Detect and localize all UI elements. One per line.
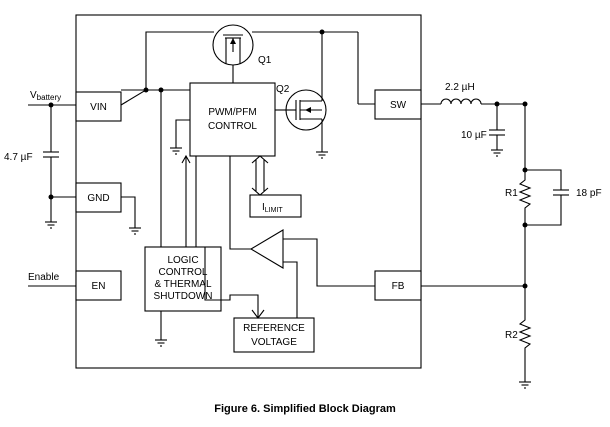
chip-outline [75,14,422,369]
ref-line1: REFERENCE [243,323,305,334]
ff-cap-label: 18 pF [576,188,602,199]
sw-pin: SW [374,89,422,120]
output-cap-label: 10 µF [461,130,487,141]
junction-q1 [319,29,325,35]
pwm-line2: CONTROL [208,121,257,132]
q2-transistor [285,89,327,131]
error-amplifier [249,229,284,269]
ground-symbol-q2 [316,151,328,159]
logic-line4: SHUTDOWN [154,291,213,302]
en-pin: EN [75,270,122,301]
junction-vin [143,87,149,93]
junction-out-2 [494,101,500,107]
q2-label: Q2 [276,84,290,95]
ground-symbol-pwm [170,147,182,155]
logic-control-block: LOGIC CONTROL & THERMAL SHUTDOWN [144,246,222,312]
enable-label: Enable [28,272,60,283]
junction-vin-2 [158,87,164,93]
sw-label: SW [390,100,407,111]
logic-line1: LOGIC [167,255,198,266]
en-label: EN [92,281,106,292]
gnd-pin: GND [75,182,122,213]
logic-line2: CONTROL [159,267,208,278]
fb-pin: FB [374,270,422,301]
r2-label: R2 [505,330,518,341]
junction-r1-bottom [522,222,528,228]
junction-gnd [48,194,54,200]
fb-label: FB [392,281,405,292]
input-external [28,104,76,287]
q1-transistor [212,24,254,66]
vbattery-label: Vbattery [30,90,61,102]
ground-symbol-logic [155,311,167,347]
ilimit-block: ILIMIT [249,194,302,218]
output-external [421,98,569,389]
r1-label: R1 [505,188,518,199]
vin-label: VIN [90,102,107,113]
gnd-label: GND [87,193,109,204]
input-cap-label: 4.7 µF [4,152,33,163]
figure-caption: Figure 6. Simplified Block Diagram [214,403,396,415]
logic-line3: & THERMAL [154,279,211,290]
pwm-pfm-control-block: PWM/PFM CONTROL [189,82,276,157]
junction-r1-top [522,167,528,173]
ref-line2: VOLTAGE [251,337,297,348]
internal-wiring [120,31,375,319]
pwm-line1: PWM/PFM [208,107,256,118]
ilimit-label: ILIMIT [262,202,283,214]
q1-label: Q1 [258,55,272,66]
reference-voltage-block: REFERENCE VOLTAGE [233,317,315,353]
ground-symbol-gnd [121,196,141,235]
inductor-label: 2.2 µH [445,82,475,93]
vin-pin: VIN [75,91,122,122]
